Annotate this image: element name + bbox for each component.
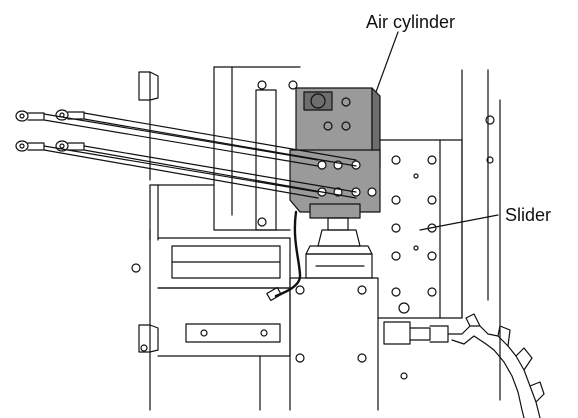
valve-fitting (383, 302, 449, 380)
coolant-hose (447, 313, 545, 418)
left-bracket (138, 71, 159, 411)
bolt-1 (15, 110, 319, 161)
bolt-4 (55, 140, 357, 193)
air-cylinder-body (289, 87, 381, 219)
lower-assembly (131, 237, 379, 411)
bolt-3 (15, 140, 319, 193)
back-frame (149, 66, 301, 241)
bolt-set (15, 109, 357, 199)
cable (266, 210, 302, 302)
bolt-2 (55, 109, 357, 161)
slider-plate (377, 139, 463, 319)
air-cylinder-label: Air cylinder (366, 12, 456, 32)
slider-label: Slider (505, 205, 552, 225)
slider-leader (419, 214, 499, 231)
air-cylinder-leader (375, 31, 399, 93)
piston-fitting (305, 217, 373, 279)
